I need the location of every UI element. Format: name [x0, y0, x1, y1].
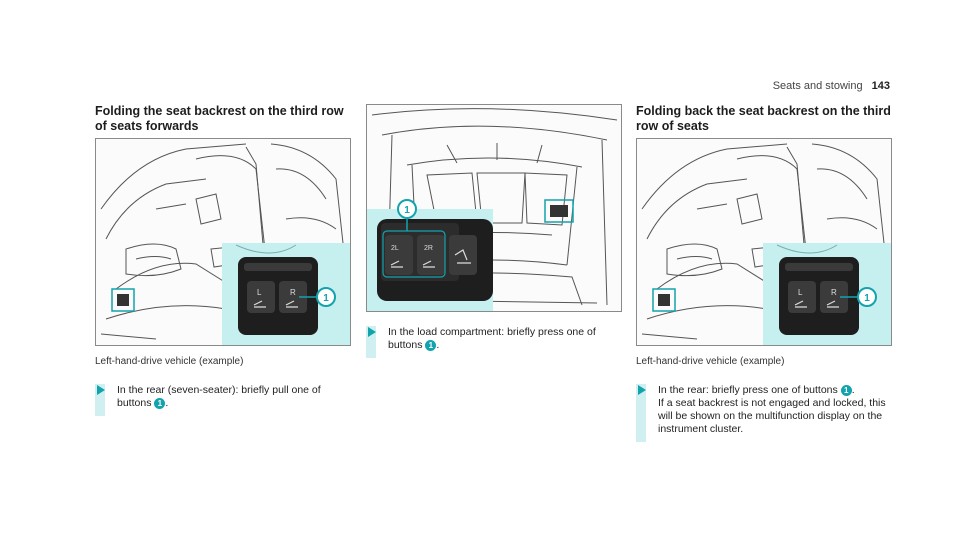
- page-header: Seats and stowing 143: [773, 80, 890, 92]
- illustration-seat-interior: L R 1: [100, 143, 350, 345]
- button-label-2r: 2R: [424, 245, 433, 252]
- step-text: In the rear (seven-seater): briefly pull…: [117, 384, 321, 409]
- button-label-r: R: [290, 288, 296, 297]
- step-bar: [636, 384, 646, 442]
- step-instruction: In the rear: briefly press one of button…: [636, 384, 894, 442]
- step-text: In the rear: briefly press one of button…: [658, 384, 855, 396]
- illustration-seat-interior: L R 1: [641, 143, 891, 345]
- step-arrow-icon: [97, 385, 105, 395]
- section-title-fold-back: Folding back the seat backrest on the th…: [636, 104, 891, 133]
- figure-load-compartment: 2L 2R 1: [366, 104, 622, 312]
- step-bar: [95, 384, 105, 416]
- button-label-l: L: [257, 288, 262, 297]
- step-text: In the load compartment: briefly press o…: [388, 326, 596, 351]
- callout-1: 1: [864, 293, 870, 304]
- figure-caption: Left-hand-drive vehicle (example): [636, 356, 785, 367]
- button-ref-badge: 1: [840, 385, 852, 396]
- step-instruction: In the rear (seven-seater): briefly pull…: [95, 384, 353, 416]
- button-label-2l: 2L: [391, 245, 399, 252]
- button-label-r: R: [831, 288, 837, 297]
- section-fold-back: Folding back the seat backrest on the th…: [636, 104, 894, 442]
- figure-caption: Left-hand-drive vehicle (example): [95, 356, 244, 367]
- step-instruction: In the load compartment: briefly press o…: [366, 326, 624, 358]
- section-title-fold-forward: Folding the seat backrest on the third r…: [95, 104, 344, 133]
- button-ref-badge: 1: [425, 340, 437, 351]
- figure-third-row-interior: L R 1: [636, 138, 892, 346]
- illustration-load-compartment: 2L 2R 1: [367, 108, 618, 311]
- section-load-compartment: 2L 2R 1 In the load compartment: briefly…: [366, 104, 624, 358]
- step-note: If a seat backrest is not engaged and lo…: [658, 397, 886, 435]
- figure-third-row-interior: L R 1: [95, 138, 351, 346]
- callout-1: 1: [404, 205, 410, 216]
- section-fold-forward: Folding the seat backrest on the third r…: [95, 104, 353, 416]
- callout-1: 1: [323, 293, 329, 304]
- step-arrow-icon: [638, 385, 646, 395]
- step-bar: [366, 326, 376, 358]
- section-title: Seats and stowing: [772, 80, 863, 92]
- button-ref-badge: 1: [154, 398, 166, 409]
- step-arrow-icon: [368, 327, 376, 337]
- button-label-l: L: [798, 288, 803, 297]
- page-number: 143: [871, 80, 890, 92]
